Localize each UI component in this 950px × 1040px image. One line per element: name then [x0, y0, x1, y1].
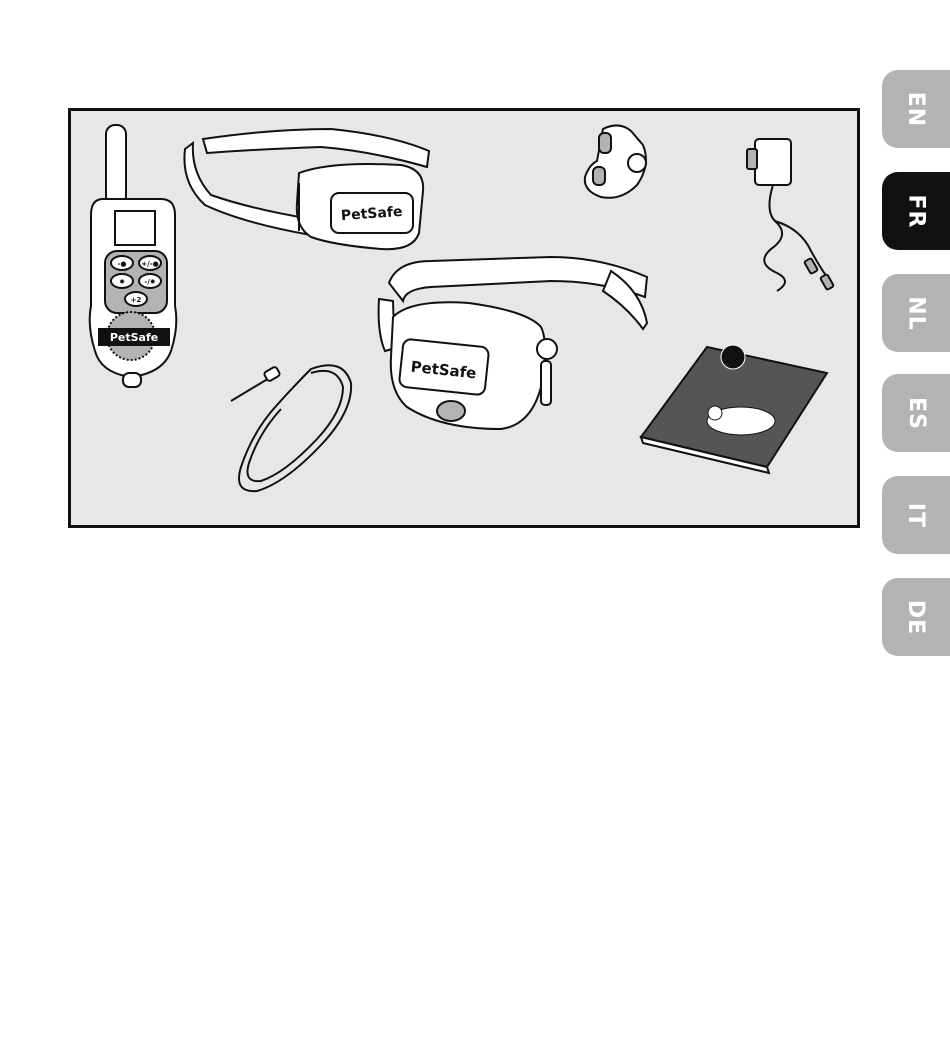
- lanyard-loop: [239, 365, 351, 491]
- adapter-plug: [755, 139, 791, 185]
- language-tab-fr-label: FR: [904, 194, 929, 228]
- test-tool-wrench-illustration: [585, 125, 646, 197]
- language-tab-de-label: DE: [903, 599, 928, 634]
- remote-transmitter-illustration: [90, 125, 177, 387]
- transmitter-screen: [115, 211, 155, 245]
- language-tab-es-label: ES: [904, 397, 929, 430]
- language-tab-it-label: IT: [903, 502, 928, 527]
- transmitter-button-label-3: ✹: [119, 278, 125, 286]
- collar-top-strap-back: [203, 129, 429, 167]
- transmitter-button-label-5: +2: [131, 296, 142, 304]
- transmitter-antenna: [106, 125, 126, 205]
- collar-receiver-top-illustration: [184, 129, 429, 249]
- lanyard-illustration: [231, 365, 351, 491]
- transmitter-bottom-clip: [123, 373, 141, 387]
- user-manual-illustration: [641, 345, 827, 473]
- language-tab-en[interactable]: EN: [882, 70, 950, 148]
- language-tab-nl-label: NL: [904, 296, 929, 330]
- ac-adapter-illustration: [747, 139, 834, 291]
- language-tab-nl[interactable]: NL: [882, 274, 950, 352]
- language-tab-en-label: EN: [903, 91, 928, 126]
- language-tab-it[interactable]: IT: [882, 476, 950, 554]
- adapter-cord: [764, 185, 831, 291]
- collar-receiver-front-illustration: [379, 257, 647, 429]
- language-tab-fr[interactable]: FR: [882, 172, 950, 250]
- product-contents-figure: -● +/-● ✹ -/✹ +2 PetSafe PetSafe: [68, 108, 860, 528]
- transmitter-button-label-4: -/✹: [144, 278, 155, 286]
- transmitter-brand-label: PetSafe: [110, 331, 158, 344]
- collar-top-strap: [184, 143, 311, 235]
- language-tab-es[interactable]: ES: [882, 374, 950, 452]
- collar-front-button[interactable]: [437, 401, 465, 421]
- transmitter-button-label-1: -●: [117, 260, 126, 268]
- language-tab-de[interactable]: DE: [882, 578, 950, 656]
- transmitter-button-label-2: +/-●: [141, 260, 158, 268]
